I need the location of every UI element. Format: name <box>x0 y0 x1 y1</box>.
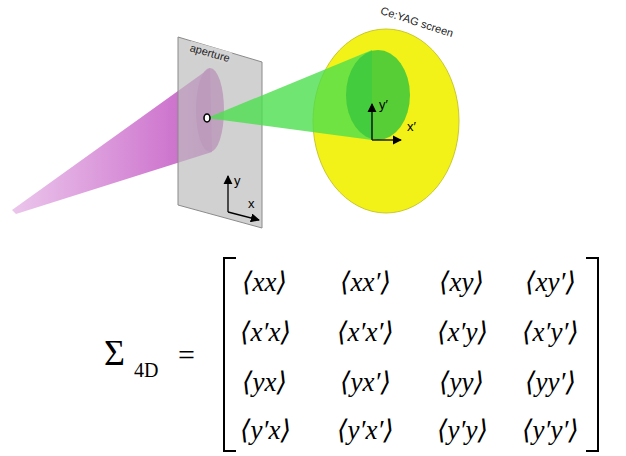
matrix-element: ⟨xy⟩ <box>439 268 484 298</box>
matrix-symbol: Σ <box>104 334 125 374</box>
matrix-element: ⟨yy′⟩ <box>525 368 576 398</box>
matrix-element: ⟨x′x⟩ <box>240 318 291 348</box>
axis-label: x <box>248 197 255 211</box>
matrix-element: ⟨x′y⟩ <box>437 318 488 348</box>
matrix-element: ⟨x′y′⟩ <box>522 318 579 348</box>
matrix-element: ⟨y′y′⟩ <box>522 416 579 446</box>
matrix-element: ⟨y′y⟩ <box>437 416 488 446</box>
matrix-bracket <box>224 258 236 451</box>
matrix-element: ⟨xx⟩ <box>242 268 287 298</box>
axis-arrow <box>371 104 372 140</box>
matrix-element: ⟨y′x′⟩ <box>337 416 394 446</box>
matrix-element: ⟨y′x⟩ <box>240 416 291 446</box>
matrix-element: ⟨xx′⟩ <box>340 268 391 298</box>
equals-sign: = <box>178 338 195 371</box>
matrix-bracket <box>586 258 598 451</box>
pinhole <box>204 114 210 122</box>
axis-arrow <box>228 212 259 220</box>
plate-outline <box>178 37 262 228</box>
axis-label: x′ <box>407 120 416 134</box>
matrix-element: ⟨x′x′⟩ <box>337 318 394 348</box>
matrix-element: ⟨yx′⟩ <box>340 368 391 398</box>
matrix-element: ⟨xy′⟩ <box>525 268 576 298</box>
axis-label: y <box>234 174 241 188</box>
subscript: 4D <box>134 359 158 381</box>
axis-arrow <box>227 176 228 212</box>
axis-label: y′ <box>379 98 388 112</box>
axis-arrow <box>372 139 401 140</box>
matrix-element: ⟨yx⟩ <box>242 368 287 398</box>
beamlet-spot <box>346 50 410 140</box>
matrix-element: ⟨yy⟩ <box>439 368 484 398</box>
